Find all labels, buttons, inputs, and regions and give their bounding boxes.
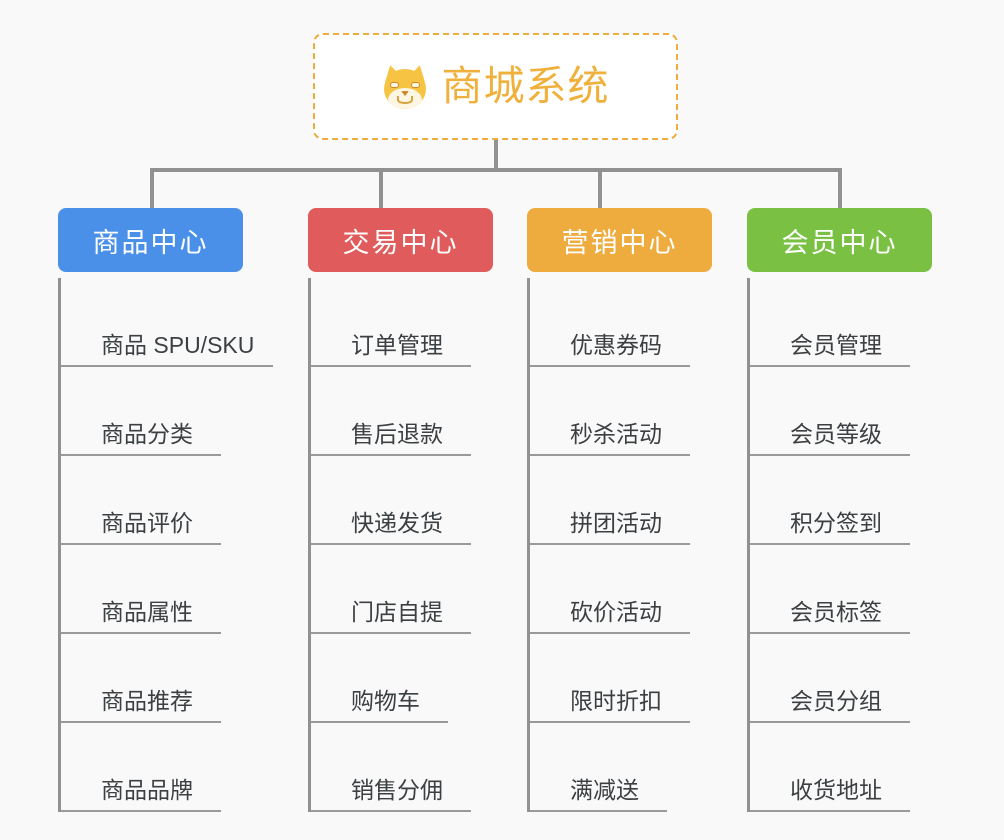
root-title: 商城系统 xyxy=(441,63,610,109)
list-item-underline xyxy=(311,454,471,456)
list-item-label: 商品 SPU/SKU xyxy=(101,332,255,358)
list-item[interactable]: 秒杀活动 xyxy=(530,367,712,456)
list-item-underline xyxy=(311,543,471,545)
list-item-underline xyxy=(530,454,690,456)
list-item[interactable]: 积分签到 xyxy=(750,456,932,545)
list-item[interactable]: 限时折扣 xyxy=(530,634,712,723)
list-item-label: 会员分组 xyxy=(790,688,882,714)
column-items-marketing-center: 优惠券码秒杀活动拼团活动砍价活动限时折扣满减送 xyxy=(527,278,712,812)
list-item-underline xyxy=(750,632,910,634)
list-item-underline xyxy=(750,365,910,367)
list-item-label: 订单管理 xyxy=(351,332,443,358)
list-item[interactable]: 优惠券码 xyxy=(530,278,712,367)
list-item-underline xyxy=(530,810,667,812)
list-item-underline xyxy=(311,632,471,634)
list-item-underline xyxy=(530,543,690,545)
connector-horizontal-bus xyxy=(150,168,838,172)
shiba-dog-icon xyxy=(380,62,429,109)
column-header-trade-center[interactable]: 交易中心 xyxy=(308,208,493,272)
list-item-underline xyxy=(530,632,690,634)
list-item-label: 限时折扣 xyxy=(570,688,662,714)
list-item[interactable]: 商品品牌 xyxy=(61,723,243,812)
list-item-label: 积分签到 xyxy=(790,510,882,536)
list-item[interactable]: 售后退款 xyxy=(311,367,493,456)
list-item-underline xyxy=(750,810,910,812)
list-item-underline xyxy=(530,721,690,723)
list-item-label: 优惠券码 xyxy=(570,332,662,358)
list-item-label: 快递发货 xyxy=(351,510,443,536)
column-marketing-center: 营销中心优惠券码秒杀活动拼团活动砍价活动限时折扣满减送 xyxy=(527,208,712,812)
list-item-underline xyxy=(61,365,273,367)
list-item[interactable]: 商品评价 xyxy=(61,456,243,545)
list-item-label: 售后退款 xyxy=(351,421,443,447)
column-header-member-center[interactable]: 会员中心 xyxy=(747,208,932,272)
column-product-center: 商品中心商品 SPU/SKU 商品分类商品评价商品属性商品推荐商品品牌 xyxy=(58,208,273,812)
list-item-label: 会员等级 xyxy=(790,421,882,447)
list-item-underline xyxy=(750,454,910,456)
list-item-label: 商品评价 xyxy=(101,510,193,536)
connector-drop-marketing-center xyxy=(598,168,602,210)
column-header-marketing-center[interactable]: 营销中心 xyxy=(527,208,712,272)
list-item-underline xyxy=(311,365,471,367)
list-item[interactable]: 会员等级 xyxy=(750,367,932,456)
column-header-label: 交易中心 xyxy=(342,227,459,258)
list-item[interactable]: 会员分组 xyxy=(750,634,932,723)
list-item-underline xyxy=(311,721,448,723)
column-trade-center: 交易中心订单管理售后退款快递发货门店自提购物车销售分佣 xyxy=(308,208,493,812)
list-item[interactable]: 收货地址 xyxy=(750,723,932,812)
column-header-label: 营销中心 xyxy=(561,227,678,258)
list-item-underline xyxy=(750,721,910,723)
list-item-label: 会员管理 xyxy=(790,332,882,358)
list-item-label: 拼团活动 xyxy=(570,510,662,536)
list-item-underline xyxy=(61,543,221,545)
connector-drop-trade-center xyxy=(379,168,383,210)
connector-drop-product-center xyxy=(150,168,154,210)
column-member-center: 会员中心会员管理会员等级积分签到会员标签会员分组收货地址 xyxy=(747,208,932,812)
list-item-label: 收货地址 xyxy=(790,777,882,803)
list-item-label: 秒杀活动 xyxy=(570,421,662,447)
list-item[interactable]: 商品分类 xyxy=(61,367,243,456)
column-header-label: 会员中心 xyxy=(781,227,898,258)
column-items-product-center: 商品 SPU/SKU 商品分类商品评价商品属性商品推荐商品品牌 xyxy=(58,278,273,812)
list-item[interactable]: 砍价活动 xyxy=(530,545,712,634)
list-item-underline xyxy=(61,632,221,634)
list-item-underline xyxy=(61,721,221,723)
list-item[interactable]: 会员标签 xyxy=(750,545,932,634)
connector-drop-member-center xyxy=(838,168,842,210)
column-header-label: 商品中心 xyxy=(92,227,209,258)
list-item-label: 销售分佣 xyxy=(351,777,443,803)
column-items-member-center: 会员管理会员等级积分签到会员标签会员分组收货地址 xyxy=(747,278,932,812)
list-item-label: 商品品牌 xyxy=(101,777,193,803)
list-item[interactable]: 拼团活动 xyxy=(530,456,712,545)
root-node[interactable]: 商城系统 xyxy=(313,33,678,140)
list-item-label: 商品推荐 xyxy=(101,688,193,714)
list-item-label: 满减送 xyxy=(570,777,639,803)
list-item-label: 商品分类 xyxy=(101,421,193,447)
list-item-label: 门店自提 xyxy=(351,599,443,625)
list-item[interactable]: 购物车 xyxy=(311,634,493,723)
list-item-label: 会员标签 xyxy=(790,599,882,625)
list-item[interactable]: 销售分佣 xyxy=(311,723,493,812)
list-item-underline xyxy=(311,810,471,812)
list-item-underline xyxy=(61,810,221,812)
list-item[interactable]: 会员管理 xyxy=(750,278,932,367)
list-item[interactable]: 商品 SPU/SKU xyxy=(61,278,273,367)
list-item[interactable]: 快递发货 xyxy=(311,456,493,545)
connector-root-stem xyxy=(494,140,498,172)
list-item-underline xyxy=(61,454,221,456)
list-item[interactable]: 商品推荐 xyxy=(61,634,243,723)
list-item-label: 商品属性 xyxy=(101,599,193,625)
column-items-trade-center: 订单管理售后退款快递发货门店自提购物车销售分佣 xyxy=(308,278,493,812)
list-item-label: 砍价活动 xyxy=(570,599,662,625)
list-item[interactable]: 满减送 xyxy=(530,723,712,812)
list-item-underline xyxy=(750,543,910,545)
list-item[interactable]: 门店自提 xyxy=(311,545,493,634)
list-item-underline xyxy=(530,365,690,367)
list-item[interactable]: 订单管理 xyxy=(311,278,493,367)
column-header-product-center[interactable]: 商品中心 xyxy=(58,208,243,272)
list-item-label: 购物车 xyxy=(351,688,420,714)
list-item[interactable]: 商品属性 xyxy=(61,545,243,634)
